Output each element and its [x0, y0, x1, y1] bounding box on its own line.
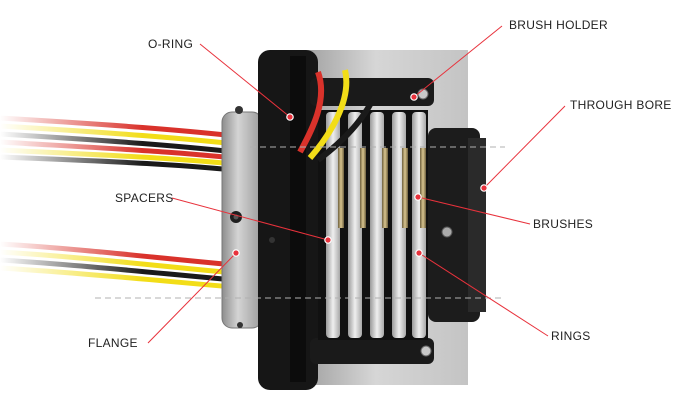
label-rings: RINGS — [551, 329, 591, 343]
leader-brushes — [417, 196, 531, 225]
brush-group — [338, 148, 426, 228]
leader-rings — [418, 252, 549, 337]
top-wires — [297, 69, 381, 163]
dot-o-ring — [286, 113, 294, 121]
rear-hub — [428, 128, 486, 322]
leader-o-ring — [199, 43, 291, 118]
label-flange: FLANGE — [88, 336, 138, 350]
wire-fade — [0, 100, 260, 300]
dot-rings — [415, 249, 423, 257]
dot-brushes — [414, 193, 422, 201]
dot-flange — [232, 249, 240, 257]
leader-flange — [147, 252, 237, 344]
label-brush-holder: BRUSH HOLDER — [509, 18, 608, 32]
label-o-ring: O-RING — [148, 37, 194, 51]
label-spacers: SPACERS — [115, 191, 174, 205]
leader-lines — [147, 25, 566, 344]
leader-dots — [232, 93, 488, 257]
front-plate — [258, 50, 318, 390]
leader-brush-holder — [413, 25, 503, 98]
leader-spacers — [171, 197, 329, 241]
label-brushes: BRUSHES — [533, 217, 594, 231]
dot-through-bore — [480, 184, 488, 192]
centerlines — [95, 146, 505, 299]
dot-spacers — [324, 236, 332, 244]
dot-brush-holder — [410, 93, 418, 101]
leader-through-bore — [483, 105, 566, 189]
label-through-bore: THROUGH BORE — [570, 98, 672, 112]
